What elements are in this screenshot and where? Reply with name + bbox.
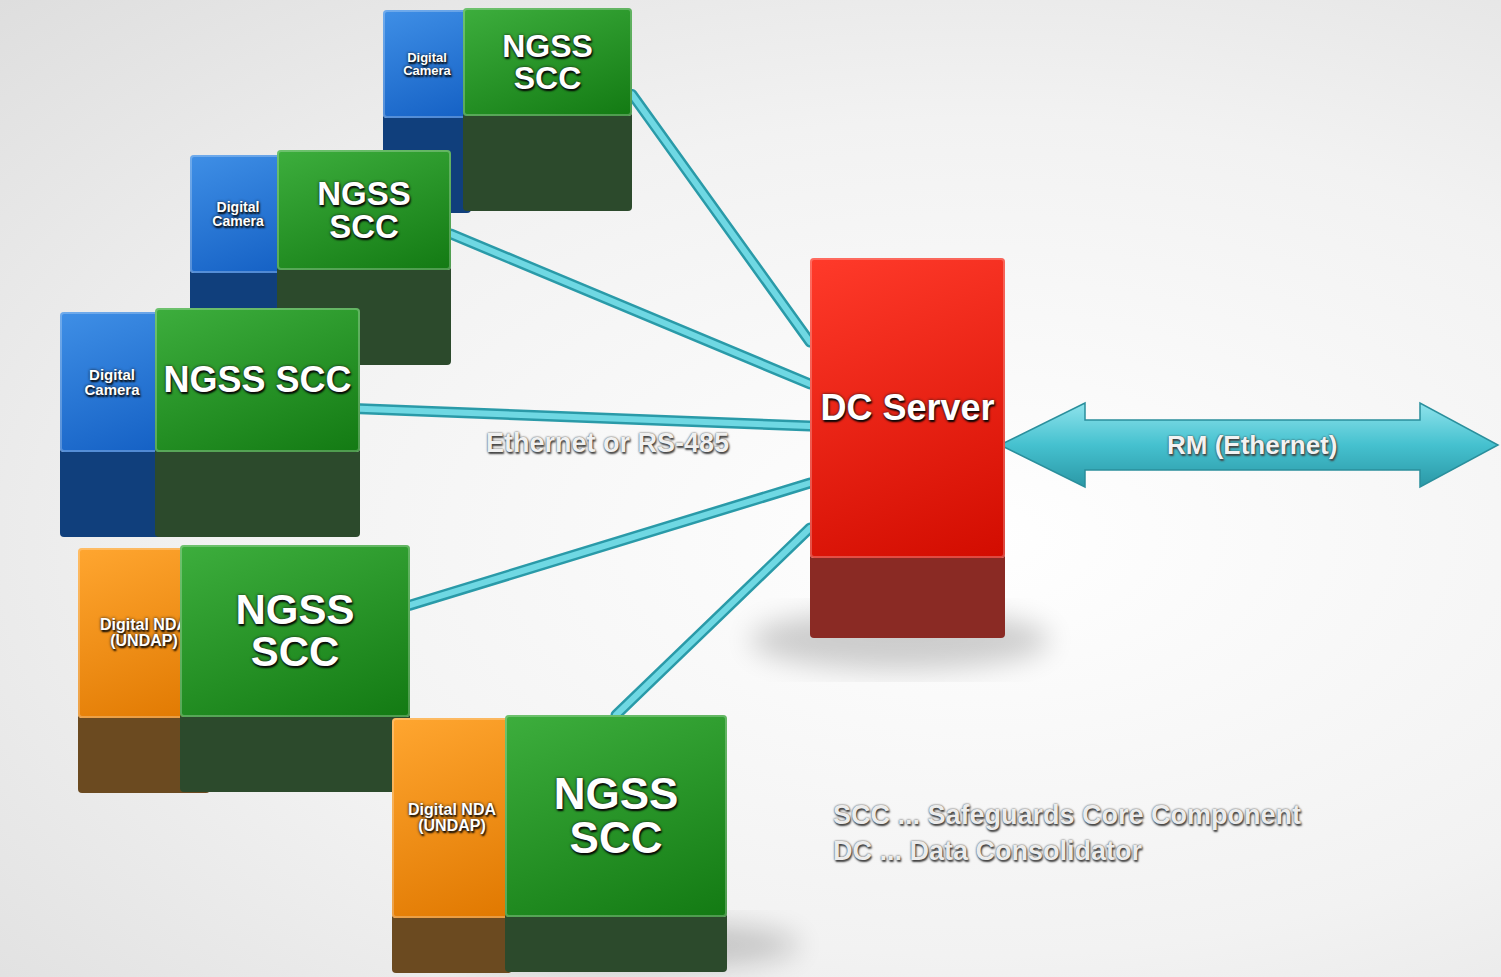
server-shadow <box>750 610 1050 670</box>
edge-label: Ethernet or RS-485 <box>486 428 729 459</box>
link-label: RM (Ethernet) <box>1167 430 1337 461</box>
scc-box: NGSS SCC <box>277 150 451 270</box>
camera-box: Digital Camera <box>60 312 164 452</box>
scc-box: NGSS SCC <box>505 715 727 917</box>
nda-box: Digital NDA (UNDAP) <box>392 718 512 918</box>
camera-box: Digital Camera <box>383 10 471 118</box>
node-text: NGSS SCC <box>163 362 351 398</box>
scc-box: NGSS SCC <box>155 308 360 452</box>
scc-box: NGSS SCC <box>180 545 410 717</box>
cable-line <box>451 234 810 384</box>
server-box: DC Server <box>810 258 1005 558</box>
node-text: Digital Camera <box>68 367 156 397</box>
cable-line <box>360 409 810 426</box>
node-text: Digital NDA (UNDAP) <box>400 802 504 834</box>
node-text: NGSS SCC <box>471 30 624 94</box>
node-text: Digital Camera <box>391 51 463 77</box>
camera-box: Digital Camera <box>190 155 286 273</box>
node-text: NGSS SCC <box>513 772 719 860</box>
legend-note: SCC ... Safeguards Core Component <box>833 800 1301 831</box>
cable-line <box>632 94 810 342</box>
box-shadow <box>440 920 800 970</box>
node-text: DC Server <box>820 390 994 426</box>
cable-line <box>616 528 810 715</box>
double-arrow <box>1000 403 1498 487</box>
node-text: Digital Camera <box>198 200 278 228</box>
node-text: NGSS SCC <box>285 177 443 243</box>
legend-note: DC ... Data Consolidator <box>833 836 1142 867</box>
node-text: NGSS SCC <box>188 589 402 673</box>
scc-box: NGSS SCC <box>463 8 632 116</box>
